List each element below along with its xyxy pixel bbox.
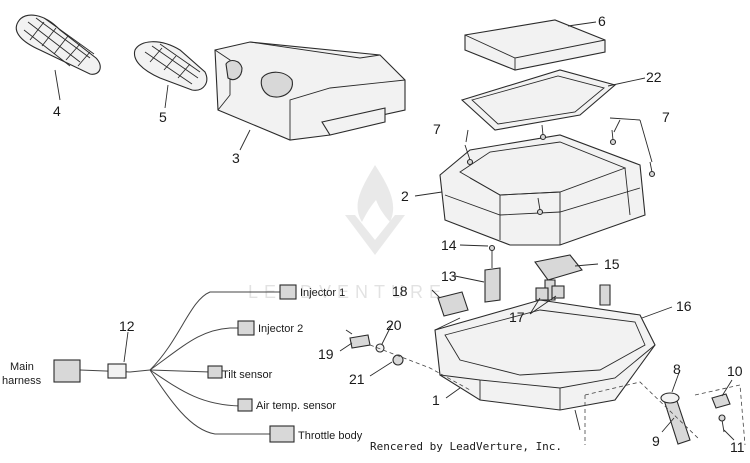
part-21-grommet (392, 354, 404, 366)
callout-5: 5 (159, 109, 167, 125)
injector-2-connector (237, 320, 255, 336)
callout-4: 4 (53, 103, 61, 119)
part-3-airbox-cover (214, 41, 406, 141)
callout-9: 9 (652, 433, 660, 449)
injector-1-connector (279, 284, 297, 300)
callout-16: 16 (676, 298, 692, 314)
callout-7-right: 7 (662, 109, 670, 125)
hose-guide-right (694, 384, 746, 446)
label-tilt-sensor: Tilt sensor (222, 369, 273, 381)
callout-8: 8 (673, 361, 681, 377)
part-9-hose (660, 392, 691, 445)
callout-10: 10 (727, 363, 743, 379)
callout-14: 14 (441, 237, 457, 253)
callout-15: 15 (604, 256, 620, 272)
harness-clip-12 (107, 363, 127, 379)
throttle-body-connector (269, 425, 295, 443)
sensor-guide-line (369, 344, 471, 391)
label-air-temp-sensor: Air temp. sensor (256, 400, 336, 412)
watermark-logo: LEADVENTURE (248, 165, 441, 302)
part-15-bracket (534, 254, 583, 281)
part-5-intake-duct (133, 41, 208, 91)
label-main-harness-1: Main (10, 361, 34, 373)
air-temp-connector (237, 398, 253, 412)
callout-17: 17 (509, 309, 525, 325)
part-16-seal (434, 317, 461, 331)
callout-18: 18 (392, 283, 408, 299)
hose-guide-left (584, 381, 701, 445)
callout-20: 20 (386, 317, 402, 333)
callout-19: 19 (318, 346, 334, 362)
label-injector-1: Injector 1 (300, 287, 345, 299)
callout-13: 13 (441, 268, 457, 284)
part-17-caps (535, 285, 565, 301)
callout-22: 22 (646, 69, 662, 85)
tilt-sensor-connector (207, 365, 223, 379)
callout-2: 2 (401, 188, 409, 204)
part-4-intake-sleeve (15, 14, 101, 75)
main-harness-connector (53, 359, 81, 383)
leader-lines (54, 21, 735, 441)
part-7-screws (464, 124, 656, 216)
callout-21: 21 (349, 371, 365, 387)
label-injector-2: Injector 2 (258, 323, 303, 335)
label-throttle-body: Throttle body (298, 430, 363, 442)
callout-7-left: 7 (433, 121, 441, 137)
part-22-filter-tray (460, 69, 617, 131)
part-13-sensor (484, 244, 501, 303)
part-19-sensor (345, 329, 371, 349)
part-18-block (437, 291, 469, 317)
label-main-harness-2: harness (2, 375, 42, 387)
part-6-filter-pad (464, 19, 606, 71)
callout-3: 3 (232, 150, 240, 166)
callout-11: 11 (730, 439, 745, 455)
credit-text: Rencered by LeadVerture, Inc. (370, 440, 562, 453)
callout-6: 6 (598, 13, 606, 29)
callout-1: 1 (432, 392, 440, 408)
callout-12: 12 (119, 318, 135, 334)
wiring-harness (53, 284, 297, 443)
part-2-airbox-upper (439, 134, 646, 246)
part-20-washer (375, 343, 385, 353)
part-11-screw (718, 414, 726, 433)
part-10-clamp (711, 393, 731, 409)
part-1-airbox-lower (434, 279, 656, 431)
